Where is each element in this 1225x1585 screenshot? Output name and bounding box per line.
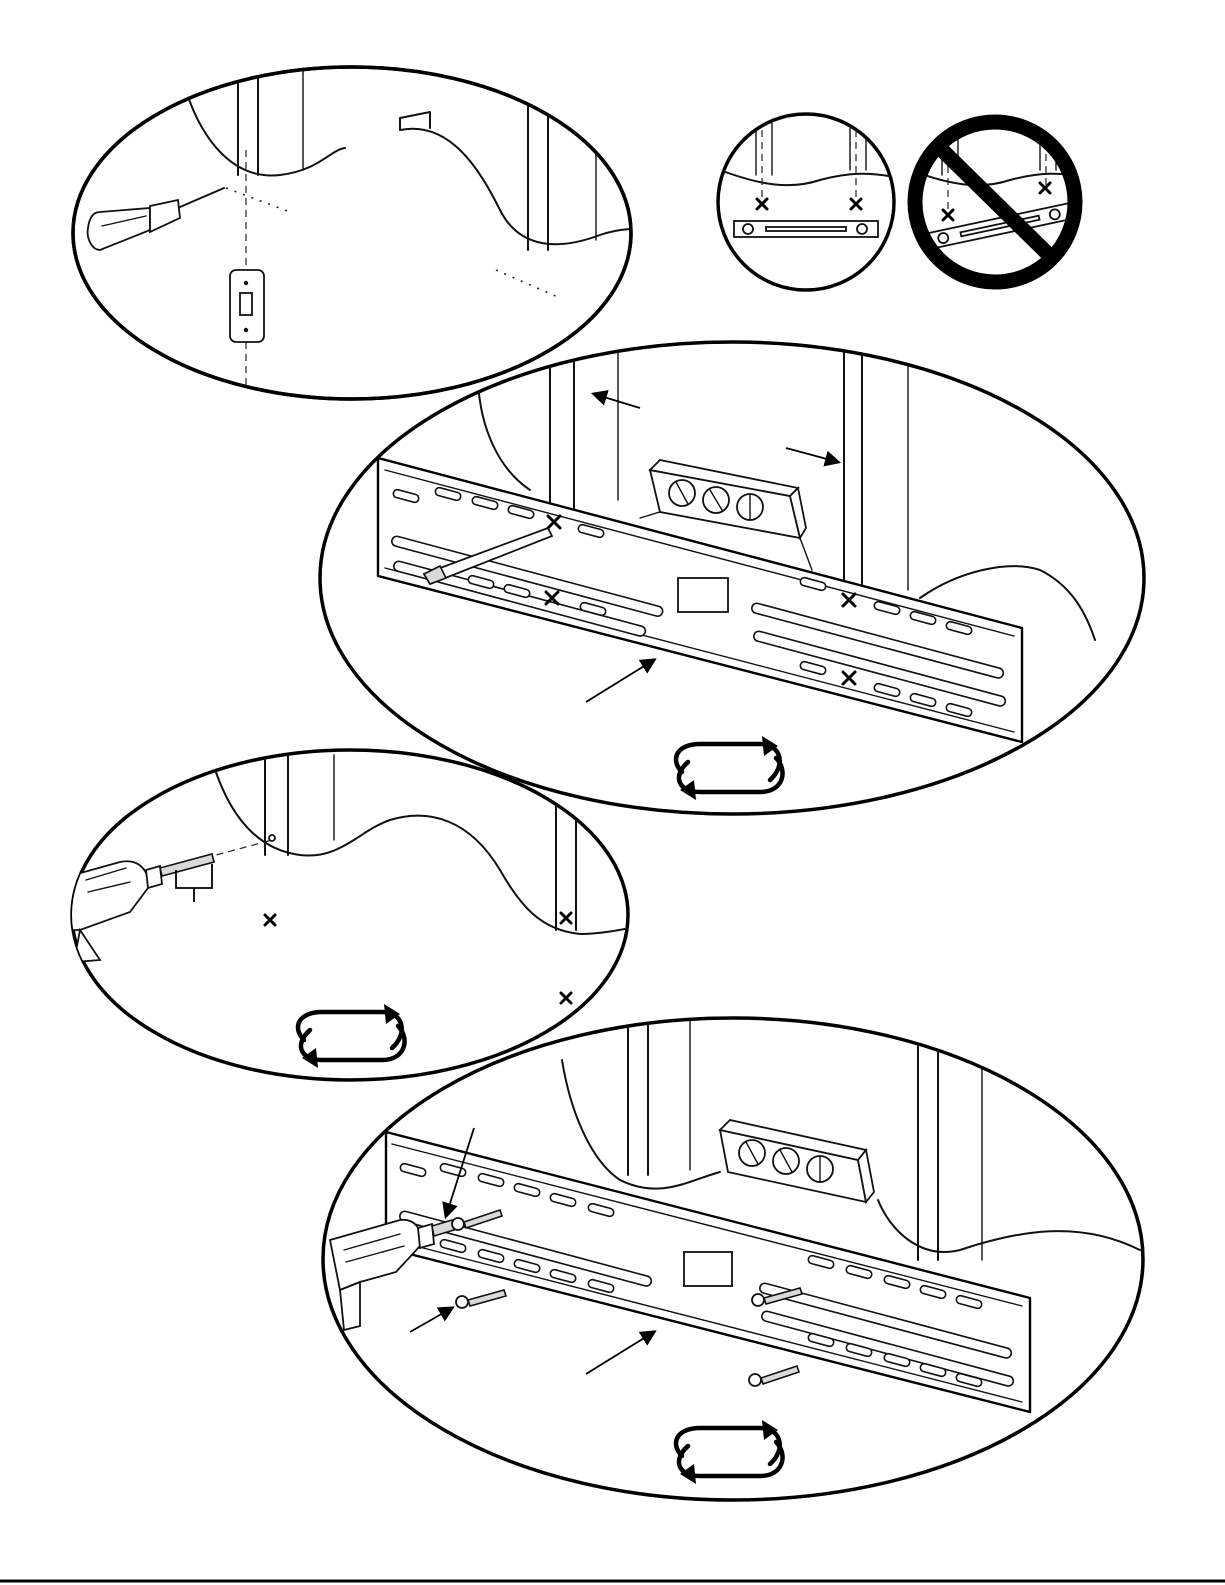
panel-mark-holes xyxy=(320,340,1144,814)
panel-level-check-correct xyxy=(718,110,900,290)
light-switch xyxy=(230,270,264,342)
panel-attach-plate-screws xyxy=(323,1018,1143,1500)
level-tool xyxy=(734,221,878,237)
panel-drill-pilot-holes xyxy=(70,750,640,1080)
panel-level-check-incorrect xyxy=(910,110,1090,285)
panel-stud-finder xyxy=(73,60,650,399)
